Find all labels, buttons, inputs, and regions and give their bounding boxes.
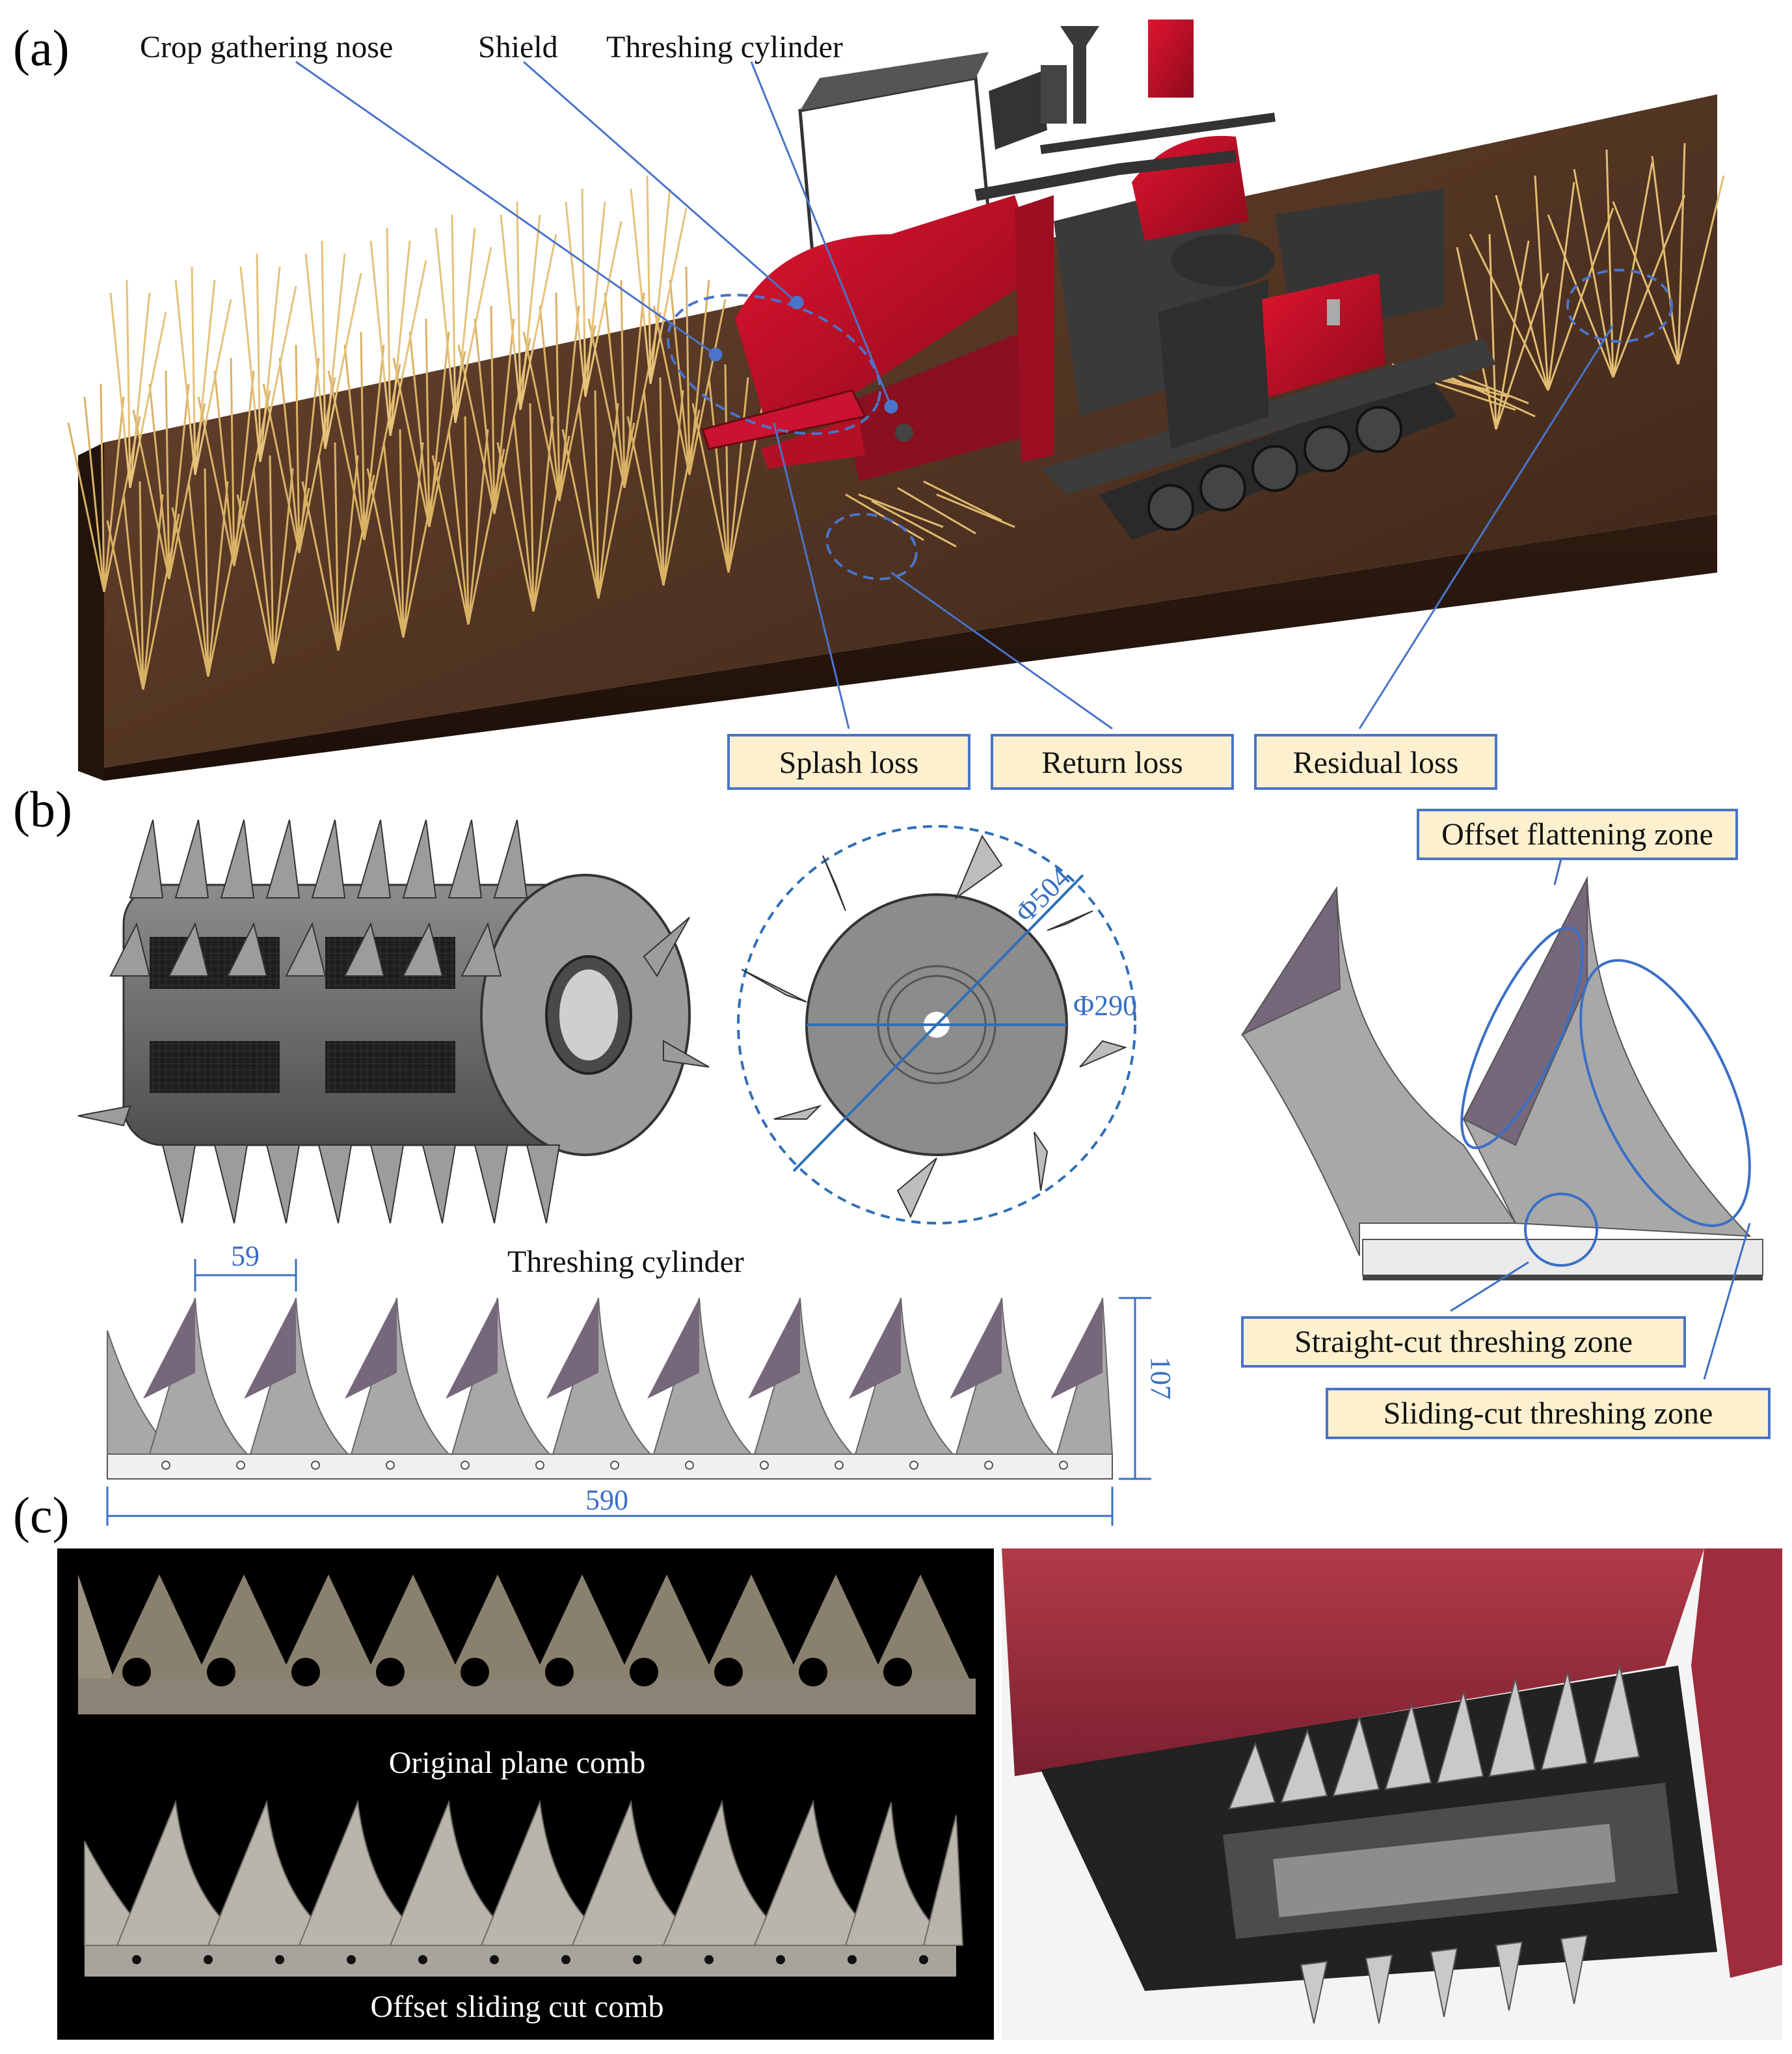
loss-box-residual: Residual loss <box>1254 734 1497 790</box>
diameter-504-line <box>792 874 1084 1172</box>
offset-flattening-label: Offset flattening zone <box>1441 817 1713 852</box>
crop-nose-leader <box>295 61 716 356</box>
return-loss-leader <box>890 571 1113 730</box>
threshing-cylinder-3d: Threshing cylinder <box>77 819 744 1279</box>
straight-cut-circle <box>1524 1193 1598 1267</box>
panel-c-label: (c) <box>13 1487 70 1543</box>
offset-comb-caption: Offset sliding cut comb <box>370 1990 663 2024</box>
crawler-track <box>1099 377 1457 540</box>
zone-box-sliding-cut: Sliding-cut threshing zone <box>1326 1388 1771 1439</box>
loss-box-return: Return loss <box>991 734 1234 790</box>
shield-leader <box>523 61 797 304</box>
splash-loss-label: Splash loss <box>779 746 919 780</box>
return-loss-label: Return loss <box>1041 746 1183 780</box>
tooth-detail <box>1240 858 1763 1380</box>
offset-sliding-comb: Offset sliding cut comb <box>84 1800 964 2024</box>
straight-cut-label: Straight-cut threshing zone <box>1294 1325 1633 1359</box>
diameter-290-label: Φ290 <box>1073 990 1137 1021</box>
loss-box-splash: Splash loss <box>727 734 970 790</box>
shield-label: Shield <box>478 30 558 64</box>
end-view-teeth <box>741 834 1127 1219</box>
outer-diameter-circle <box>737 825 1136 1224</box>
zone-box-offset-flattening: Offset flattening zone <box>1417 809 1738 860</box>
crop-gathering-header <box>701 195 1054 481</box>
panel-c: (c) <box>13 1487 1782 2040</box>
residual-loss-label: Residual loss <box>1293 746 1459 780</box>
return-zone-ellipse <box>825 513 918 580</box>
panel-b: (b) Threshing cylinder <box>13 781 1771 1526</box>
callout-lines <box>295 61 1614 730</box>
threshing-cylinder-leader <box>750 61 892 407</box>
cylinder-end-view: Φ504 Φ290 <box>737 825 1137 1224</box>
panel-a: (a) <box>13 20 1725 790</box>
original-plane-comb: Original plane comb <box>78 1574 976 1780</box>
threshing-cylinder-callout: Threshing cylinder <box>606 30 843 64</box>
panel-b-label: (b) <box>13 781 72 837</box>
residual-zone-ellipse <box>1566 269 1673 343</box>
residual-loss-leader <box>1358 325 1614 729</box>
panel-a-label: (a) <box>13 20 70 76</box>
comb-strip-drawing: 59 107 590 <box>106 1240 1177 1526</box>
combine-harvester <box>701 20 1496 540</box>
zone-box-straight-cut: Straight-cut threshing zone <box>1241 1316 1686 1368</box>
offset-flattening-ellipse <box>1460 926 1584 1150</box>
photo-combs: Original plane comb <box>57 1548 994 2040</box>
crop-gathering-nose-label: Crop gathering nose <box>140 30 393 64</box>
sliding-cut-ellipse <box>1579 959 1751 1227</box>
photo-installed-cylinder <box>1002 1548 1782 2040</box>
comb-length-label: 590 <box>585 1484 628 1516</box>
rice-crops-left <box>67 175 766 690</box>
splash-loss-leader <box>773 422 850 729</box>
original-comb-caption: Original plane comb <box>389 1746 646 1780</box>
tooth-pitch-label: 59 <box>231 1240 260 1272</box>
rice-crops-right <box>1456 142 1725 430</box>
comb-height-label: 107 <box>1145 1357 1177 1399</box>
diameter-504-label: Φ504 <box>1009 861 1077 928</box>
sliding-cut-label: Sliding-cut threshing zone <box>1384 1396 1713 1431</box>
threshing-cylinder-caption: Threshing cylinder <box>507 1245 744 1279</box>
